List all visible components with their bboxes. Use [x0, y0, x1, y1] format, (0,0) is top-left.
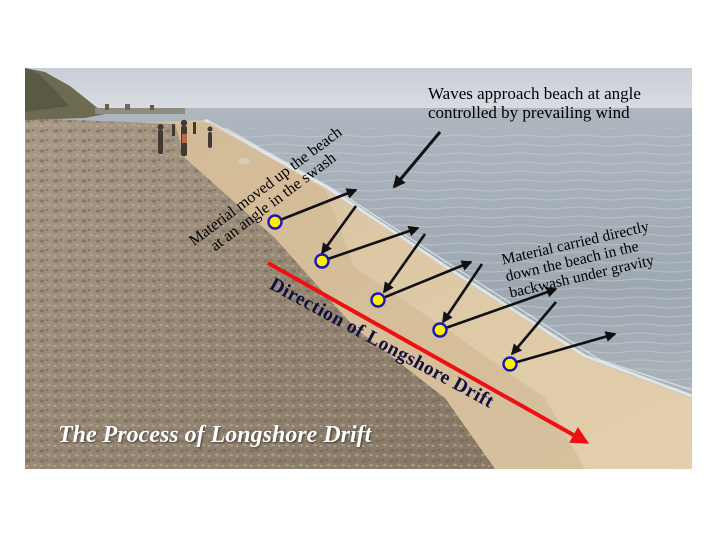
waves-approach-label: Waves approach beach at angle controlled…	[428, 84, 641, 122]
wave-approach-arrow	[394, 132, 440, 187]
waves-approach-line-1: Waves approach beach at angle	[428, 84, 641, 103]
slide-title: The Process of Longshore Drift	[58, 422, 371, 449]
waves-approach-line-2: controlled by prevailing wind	[428, 103, 641, 122]
